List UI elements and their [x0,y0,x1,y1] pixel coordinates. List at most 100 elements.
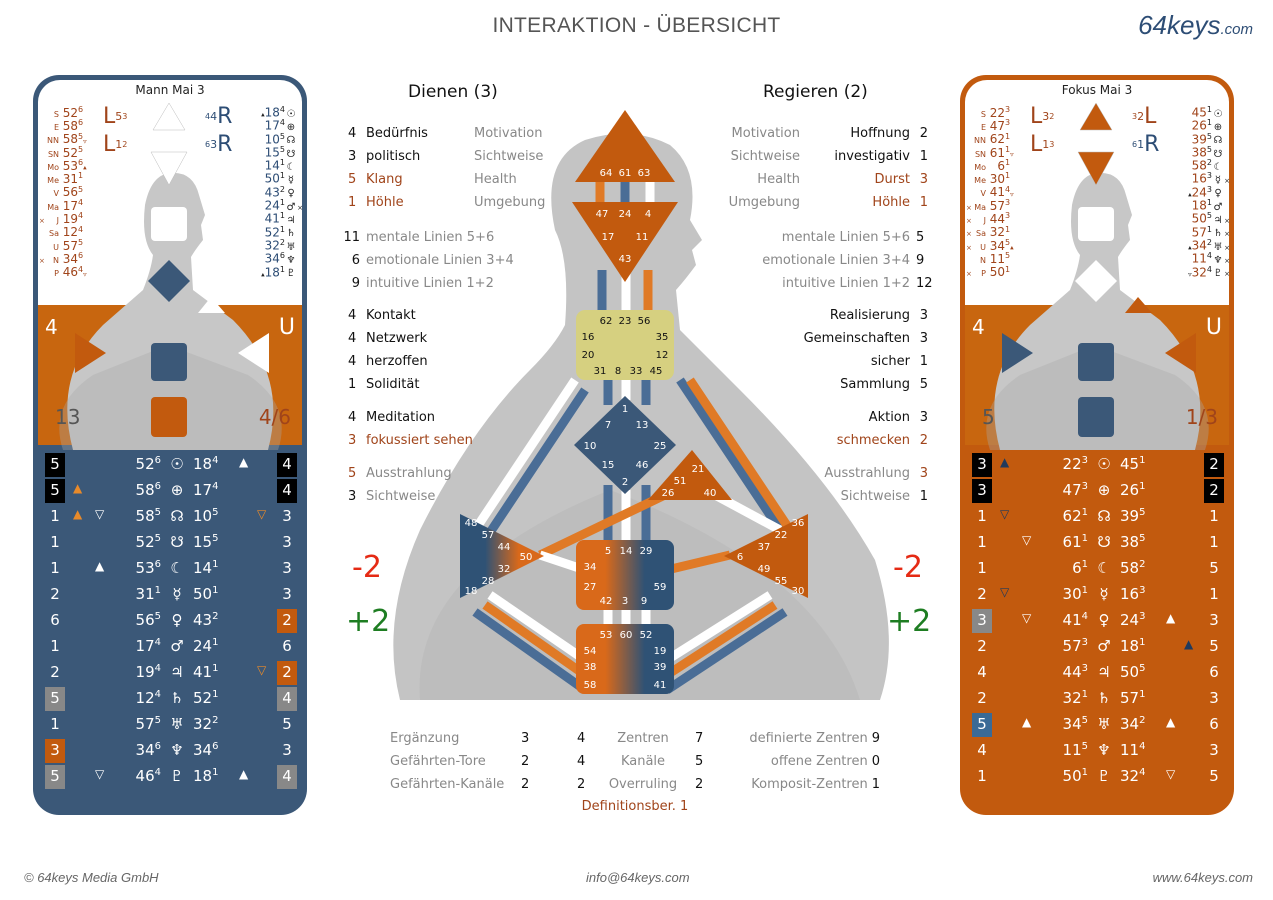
channel [664,601,778,679]
line-label: emotionale Linien 3+4 [366,253,514,268]
gate-label: 36 [792,518,805,529]
fixing-mark: ▴ [83,163,87,172]
gate-label: 7 [605,420,611,431]
personality-planet-list: 451☉261⊕395☊385☋582☾163☿×▴243♀181♂505♃×5… [1168,103,1230,279]
gate-label: 26 [662,488,675,499]
line-number: 1 [212,767,219,778]
gate-number: 50 [1191,212,1207,227]
line-number: 2 [279,184,285,194]
variable-count: 1 [348,195,357,210]
gate-number: 46 [135,767,155,785]
gate-number: 10 [264,132,280,147]
gate-number: 44 [1062,663,1082,681]
planet-icon: ☉ [1097,455,1111,473]
line-number: 1 [1081,507,1088,518]
line-number: 4 [1139,767,1146,778]
footer-email[interactable]: info@64keys.com [586,870,690,885]
arrow-icon: ▲ [95,559,105,573]
gate-number: 31 [135,585,155,603]
line-number: 1 [1206,224,1212,234]
design-line-cell: 6 [50,611,60,629]
gate-number: 56 [135,611,155,629]
personality-planet-row: 451☉ [1168,103,1230,120]
gate-label: 19 [654,646,667,657]
exalt-mark: × [297,203,303,212]
design-gate: 194 [111,663,161,681]
count: 5 [919,377,928,392]
personality-line-cell: 4 [277,453,297,477]
throat-center [151,207,187,241]
stat-value: 5 [695,754,704,769]
gate-label: 37 [758,542,771,553]
planet-icon: ☊ [286,135,296,147]
gate-label: 14 [620,546,633,557]
personality-planet-row: ▴342♅× [1168,236,1230,253]
gate-label: 35 [656,332,669,343]
line-number: 3 [1005,198,1011,208]
line-number: 5 [78,144,84,154]
line-number: 5 [279,131,285,141]
line-count: 12 [916,276,933,291]
stat-label: Overruling [608,777,678,792]
planet-icon: ♇ [286,268,296,280]
channel [664,591,773,664]
gate-number: 58 [62,132,78,147]
gate-number: 17 [264,118,280,133]
gate-number: 50 [193,585,213,603]
gate-number: 39 [1120,507,1140,525]
line-number: 5 [212,533,219,544]
gate-label: 33 [630,366,643,377]
solar-plexus-center [724,514,808,598]
count: 1 [348,377,357,392]
channel [472,608,588,694]
gate-number: 31 [62,172,78,187]
line-number: 5 [1139,507,1146,518]
planet-label: Me [974,176,986,186]
gate-number: 34 [989,238,1005,253]
design-gate: 573 [1038,637,1088,655]
arrow-bottom-left: L13 [1030,132,1055,157]
gate-number: 32 [989,225,1005,240]
exalt-mark: × [966,217,972,226]
brand-logo[interactable]: 64keys.com [1138,10,1253,41]
line-number: 5 [1206,131,1212,141]
personality-planet-row: 346♆ [241,249,303,266]
gate-number: 53 [135,559,155,577]
stat-label: Zentren [617,731,669,746]
count: 3 [919,308,928,323]
arrow-icon: ▽ [95,507,105,521]
gate-number: 52 [62,145,78,160]
channel [676,377,784,533]
line-number: 4 [1005,184,1011,194]
line-number: 1 [1005,264,1011,274]
line-number: 1 [212,663,219,674]
gate-number: 34 [264,251,280,266]
head-center [152,102,186,131]
throat-center [576,310,674,380]
line-number: 5 [1081,715,1088,726]
personality-planet-row: 155☋ [241,143,303,160]
line-number: 4 [1206,251,1212,261]
arrow-icon: ▽ [1022,611,1032,625]
design-gate: 61 [1038,559,1088,577]
footer-website[interactable]: www.64keys.com [1152,870,1253,885]
exalt-mark: × [1224,270,1230,279]
solar-plexus-center [238,333,269,373]
variable-category: Motivation [731,126,800,141]
variable-category: Sichtweise [474,149,544,164]
body-silhouette [67,172,274,450]
line-number: 3 [1005,211,1011,221]
personality-planet-row: ▴184☉ [241,103,303,120]
variable-count: 5 [348,172,357,187]
heart-center [198,297,225,313]
gate-number: 15 [193,533,213,551]
channel [712,491,783,534]
